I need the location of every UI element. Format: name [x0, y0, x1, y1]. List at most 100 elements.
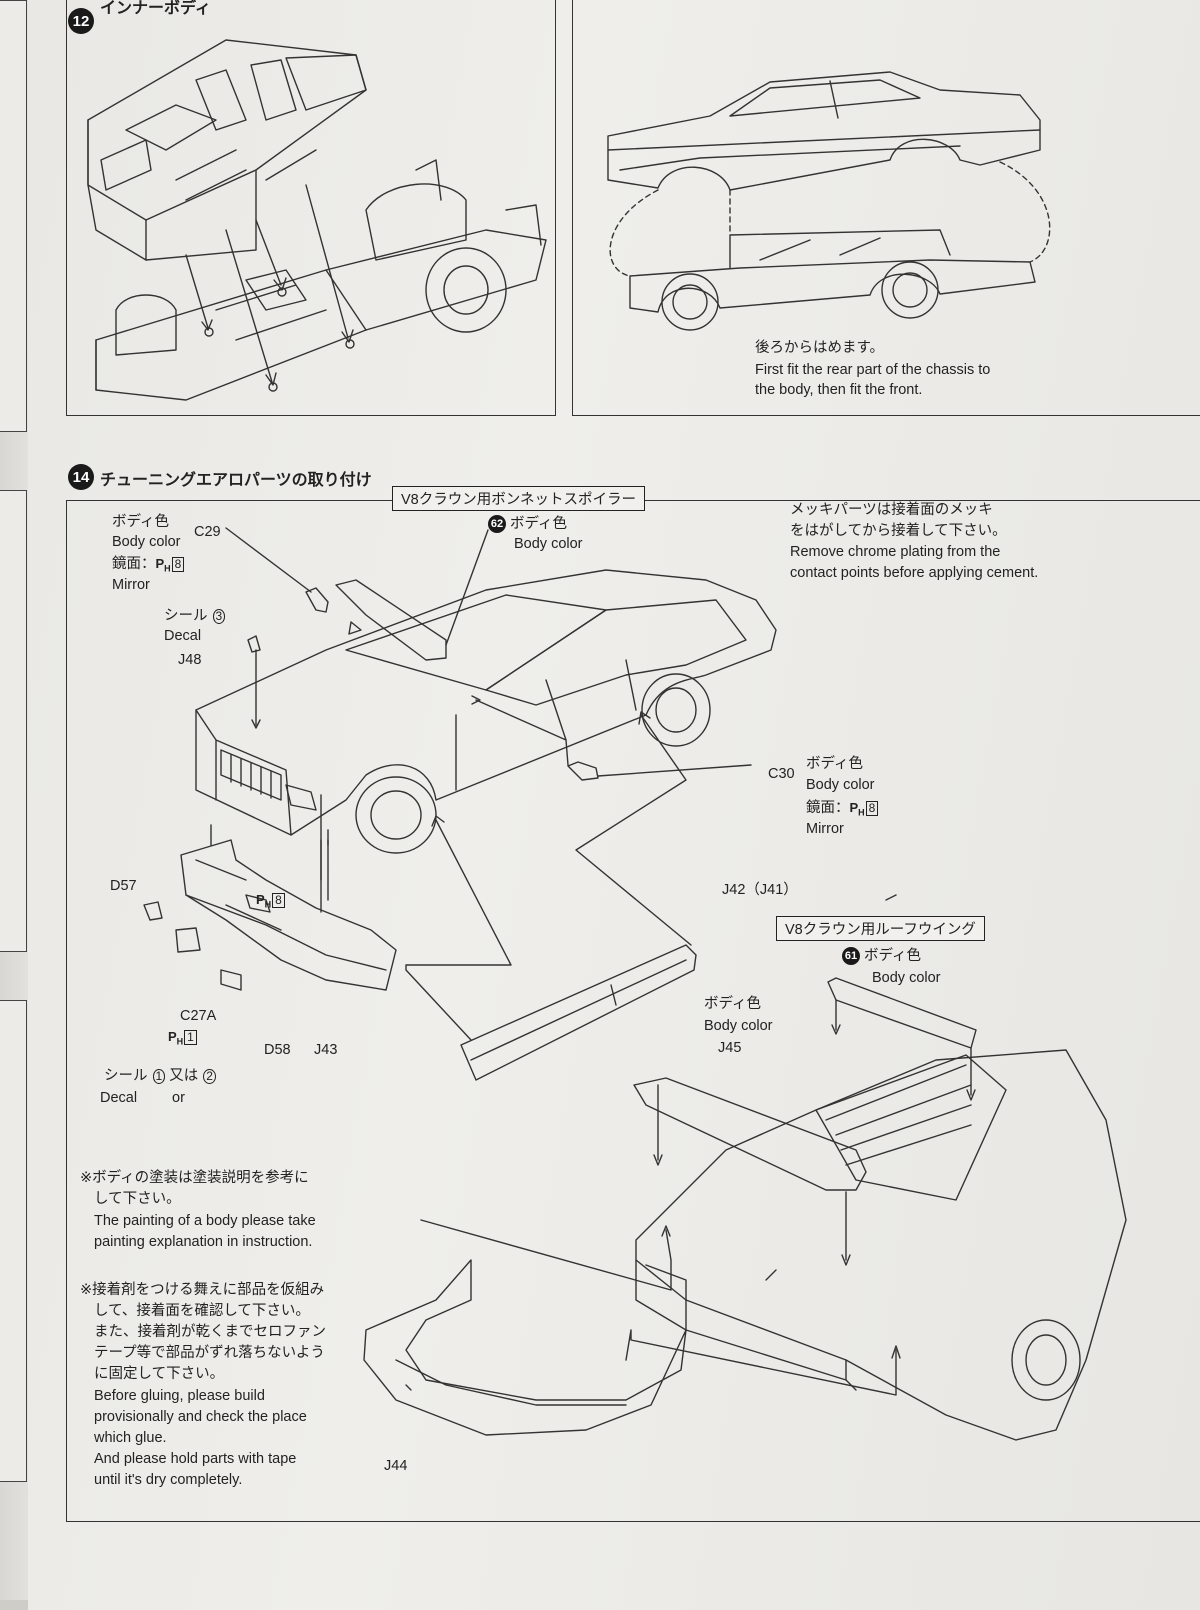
chrome-note-jp2: をはがしてから接着して下さい。 — [790, 523, 1007, 539]
mirror-c30 — [567, 761, 599, 781]
j48-decal-en: Decal — [164, 628, 202, 644]
car-body — [607, 71, 1041, 191]
ph-paint-icon: PH — [849, 800, 865, 818]
j45-color-en: Body color — [704, 1018, 773, 1034]
rear-wheel — [641, 673, 711, 747]
rear-window — [815, 1054, 1007, 1201]
car-chassis — [629, 259, 1036, 313]
step-14-illustration — [143, 527, 1127, 1441]
step-14-number: 14 — [68, 464, 94, 490]
decal-12-jp: シール — [104, 1068, 148, 1084]
step-13-note-en-line1: First fit the rear part of the chassis t… — [755, 362, 991, 378]
glue-note-en5: until it's dry completely. — [94, 1472, 243, 1488]
d57-paint-number: 8 — [272, 893, 285, 908]
rear-car-body — [635, 1049, 1127, 1441]
paint-note-jp1: ※ボディの塗装は塗装説明を参考に — [80, 1170, 309, 1186]
c30-mirror-jp: 鏡面： — [806, 800, 850, 816]
part-62-number: 62 — [488, 515, 506, 534]
page-edge-tab — [0, 0, 27, 432]
rear-wing-j45 — [633, 1077, 867, 1191]
part-61-color-en: Body color — [872, 970, 941, 986]
roof-wing-61 — [827, 977, 977, 1049]
step-13-note-en-line2: the body, then fit the front. — [755, 382, 923, 398]
mirror-c29 — [305, 587, 329, 613]
d58-id: D58 — [264, 1042, 291, 1058]
rear-wheel — [881, 261, 939, 319]
front-car-body — [195, 569, 777, 836]
c29-color-en: Body color — [112, 534, 181, 550]
roof-wing-title: V8クラウン用ルーフウイング — [776, 916, 985, 941]
chassis — [95, 229, 547, 401]
chrome-note-jp1: メッキパーツは接着面のメッキ — [790, 502, 993, 518]
chrome-note-en1: Remove chrome plating from the — [790, 544, 1001, 560]
rear-car-wheel — [1011, 1319, 1081, 1401]
j48-decal-jp: シール — [164, 608, 208, 624]
paint-note-jp2: して下さい。 — [94, 1191, 181, 1207]
front-bumper-j43 — [180, 839, 397, 991]
c27a-paint-number: 1 — [184, 1030, 197, 1045]
windshield — [345, 594, 607, 691]
step-12-panel — [66, 0, 556, 416]
step-12-number: 12 — [68, 8, 94, 34]
step-13-note-jp: 後ろからはめます。 — [755, 340, 885, 356]
d57-id: D57 — [110, 878, 137, 894]
c29-id: C29 — [194, 524, 221, 540]
side-skirt-j42 — [460, 944, 697, 1081]
part-62-color-en: Body color — [514, 536, 583, 552]
glue-note-en3: which glue. — [94, 1430, 167, 1446]
rear-seat — [285, 54, 367, 111]
c27a-id: C27A — [180, 1008, 217, 1024]
c30-paint-number: 8 — [865, 801, 879, 816]
front-seats — [195, 59, 297, 131]
page-edge-tab — [0, 490, 27, 952]
j48-decal-number: 3 — [212, 609, 226, 624]
c29-color-jp: ボディ色 — [112, 514, 169, 530]
paper-sheet — [28, 0, 1200, 1610]
glue-note-en1: Before gluing, please build — [94, 1388, 265, 1404]
part-62-color-jp: ボディ色 — [510, 516, 567, 532]
glue-note-jp4: テープ等で部品がずれ落ちないよう — [94, 1345, 325, 1361]
step-13-illustration — [607, 71, 1051, 331]
paint-note-en1: The painting of a body please take — [94, 1213, 316, 1229]
ph-paint-icon: PH — [155, 556, 171, 574]
decal-number-1: 1 — [152, 1069, 166, 1084]
step-12-title: インナーボディ — [100, 0, 211, 17]
part-61-color-jp: ボディ色 — [864, 948, 921, 964]
decal-12-en: Decal — [100, 1090, 138, 1106]
decal-or-en: or — [172, 1090, 185, 1106]
c30-id: C30 — [768, 766, 795, 782]
chrome-note-en2: contact points before applying cement. — [790, 565, 1039, 581]
step-14-title: チューニングエアロパーツの取り付け — [100, 472, 372, 489]
c30-mirror-en: Mirror — [806, 821, 844, 837]
glue-note-en4: And please hold parts with tape — [94, 1451, 297, 1467]
part-d58 — [220, 969, 242, 991]
j43-id: J43 — [314, 1042, 338, 1058]
j48-id: J48 — [178, 652, 202, 668]
part-c27a — [175, 927, 201, 953]
decal-12-row-jp: シール 1 又は 2 — [104, 1066, 216, 1086]
hood-spoiler — [335, 579, 447, 661]
j45-color-jp: ボディ色 — [704, 996, 761, 1012]
decal-or-jp: 又は — [169, 1068, 199, 1084]
c30-color-jp: ボディ色 — [806, 756, 863, 772]
rear-wheel — [425, 247, 507, 333]
j45-id: J45 — [718, 1040, 742, 1056]
glue-note-jp1: ※接着剤をつける舞えに部品を仮組み — [80, 1282, 325, 1298]
glue-note-jp5: に固定して下さい。 — [94, 1366, 225, 1382]
part-d57 — [143, 901, 163, 921]
page-edge-tab — [0, 1000, 27, 1482]
front-wheel — [355, 776, 437, 854]
c29-mirror-en: Mirror — [112, 577, 150, 593]
glue-note-jp2: して、接着面を確認して下さい。 — [94, 1303, 310, 1319]
j44-id: J44 — [384, 1458, 408, 1474]
c30-color-en: Body color — [806, 777, 875, 793]
c29-mirror-jp: 鏡面： — [112, 556, 156, 572]
front-wheel — [661, 273, 719, 331]
decal-number-2: 2 — [203, 1069, 216, 1084]
